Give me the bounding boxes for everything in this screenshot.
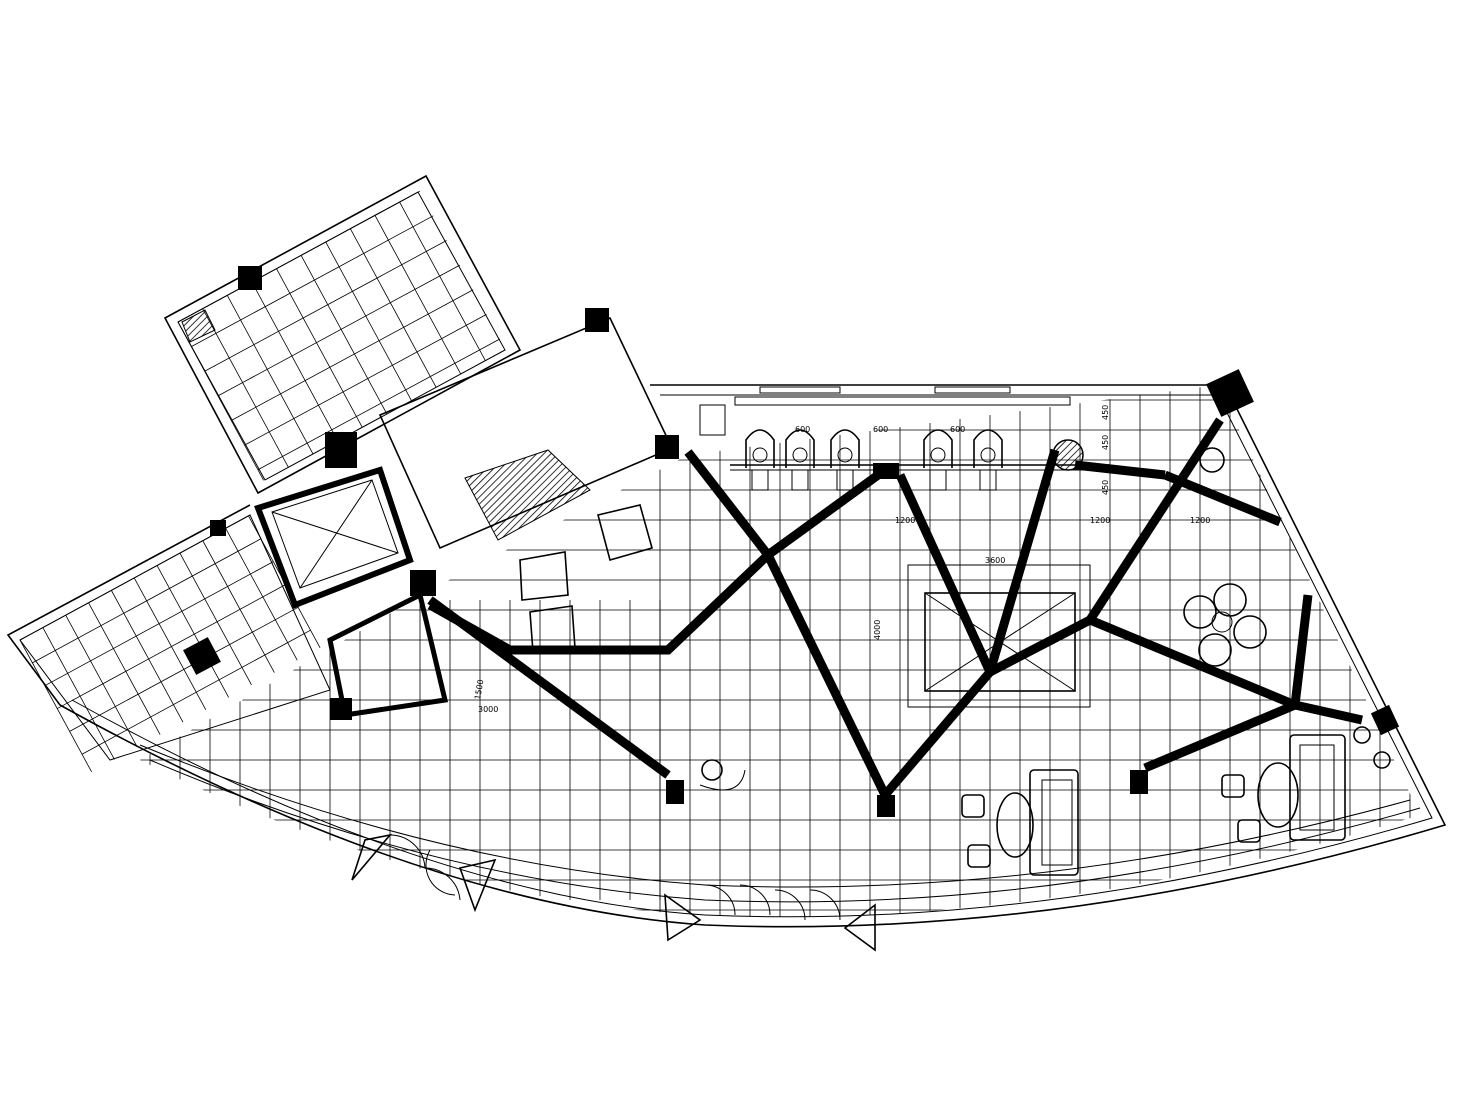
left-block-grid xyxy=(19,515,321,773)
dim-label: 4000 xyxy=(873,620,882,640)
ceiling-beams xyxy=(427,417,1363,798)
structural-columns xyxy=(183,266,1400,817)
dim-label: 1200 xyxy=(895,516,915,525)
dim-label: 600 xyxy=(950,425,965,434)
wing-grid xyxy=(177,190,500,481)
dim-label: 600 xyxy=(873,425,888,434)
dim-label: 450 xyxy=(1101,435,1110,450)
dim-label: 3000 xyxy=(478,705,498,714)
dim-label: 600 xyxy=(795,425,810,434)
dim-label: 450 xyxy=(1101,480,1110,495)
outer-walls xyxy=(6,174,1447,928)
dim-label: 3600 xyxy=(985,556,1005,565)
dim-label: 1200 xyxy=(1190,516,1210,525)
facade-doors xyxy=(351,833,876,952)
dim-label: 1200 xyxy=(1090,516,1110,525)
dim-label: 450 xyxy=(1101,405,1110,420)
furniture xyxy=(699,439,1391,876)
dimension-labels: 1200 1200 1200 3600 4000 1500 3000 600 6… xyxy=(473,405,1210,714)
dim-label: 1500 xyxy=(473,679,485,701)
